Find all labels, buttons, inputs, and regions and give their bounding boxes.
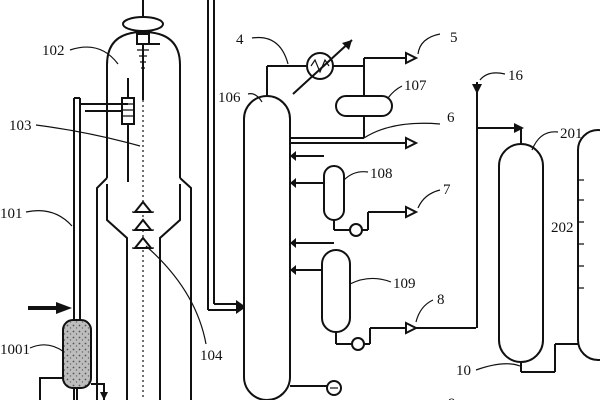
label-108-text: 108 [370,166,393,182]
injector-103 [85,78,135,182]
label-106: 106 [218,90,263,106]
label-109-text: 109 [393,276,416,292]
feed-arrow [28,302,72,314]
top-disk [122,16,164,32]
label-5-text: 5 [450,30,458,46]
label-107-text: 107 [404,78,427,94]
column-202 [577,129,600,361]
label-202-text: 202 [551,220,574,236]
label-1001-text: 1001 [0,342,30,358]
label-8-text: 8 [437,292,445,308]
label-6: 6 [363,110,455,139]
label-102-text: 102 [42,43,65,59]
label-201-text: 201 [560,126,583,142]
bottoms-pump [290,380,342,396]
label-10: 10 [456,363,521,379]
label-4-text: 4 [236,32,244,48]
stripper-109 [290,238,476,351]
label-107: 107 [387,78,427,99]
pump-109 [351,337,365,351]
label-7: 7 [417,182,451,209]
pump-108 [349,223,363,237]
column-106 [243,65,306,400]
baffle-3 [132,236,154,249]
stripper-108 [290,151,419,237]
stream-16 [472,82,524,328]
drum-107 [290,51,419,139]
reactor-201 [498,128,578,373]
label-104: 104 [145,245,223,364]
label-102: 102 [42,43,119,65]
stream-6 [290,136,419,150]
label-5: 5 [417,30,458,55]
label-9: 9 [448,396,456,400]
label-103: 103 [9,118,141,147]
label-106-text: 106 [218,90,241,106]
vessel-1001 [39,319,108,400]
label-16: 16 [479,68,524,84]
condenser-4 [292,39,365,96]
label-108: 108 [343,166,393,182]
label-8: 8 [415,292,445,323]
label-202: 202 [551,220,574,236]
baffle-2 [132,218,154,231]
label-101-text: 101 [0,206,23,222]
label-4: 4 [236,32,289,65]
label-104-text: 104 [200,348,223,364]
label-103-text: 103 [9,118,32,134]
label-10-text: 10 [456,363,471,379]
label-6-text: 6 [447,110,455,126]
label-7-text: 7 [443,182,451,198]
label-1001: 1001 [0,342,65,358]
overhead-line [207,0,246,314]
baffle-1 [132,200,154,213]
label-201: 201 [531,126,583,151]
label-16-text: 16 [508,68,524,84]
label-101: 101 [0,206,73,227]
reactor-102 [96,0,192,400]
label-109: 109 [349,276,416,292]
label-9-text: 9 [448,396,456,400]
